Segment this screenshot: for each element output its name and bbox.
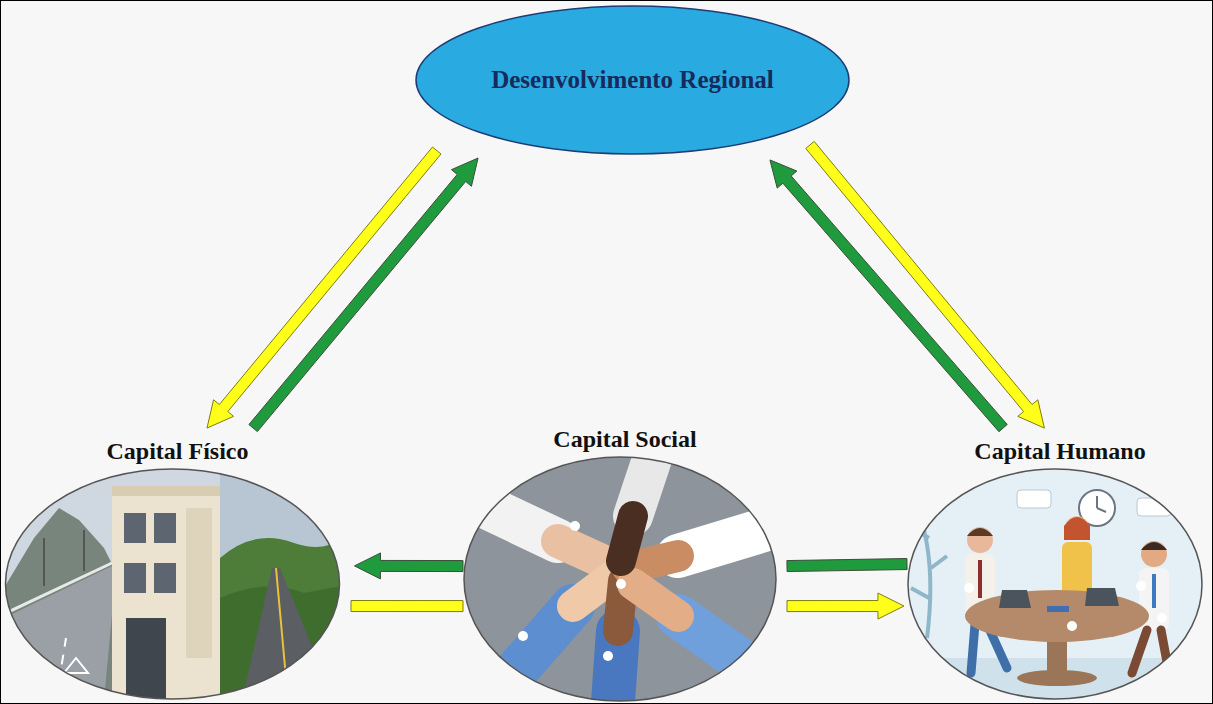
photo-content [463,456,777,702]
flow-arrow [249,158,478,432]
capital-node: Capital Humano [907,436,1213,700]
node-heading: Capital Social [463,424,787,454]
node-title: Desenvolvimento Regional [491,66,774,94]
capital-node: Capital Social [463,424,787,702]
flow-arrow [207,147,441,428]
photo-content [907,468,1203,700]
photo-ellipse [907,468,1203,700]
goal-ellipse: Desenvolvimento Regional [415,5,850,155]
flow-arrow [351,601,463,612]
photo-ellipse [463,456,777,702]
flow-arrow [787,559,907,572]
flow-arrow [354,553,463,579]
photo-ellipse [4,468,341,700]
flow-arrow [787,593,904,619]
capital-node: Capital Físico [4,436,351,700]
photo-content [4,468,341,700]
node-heading: Capital Físico [4,436,351,466]
flow-arrow [770,160,1007,432]
ellipse-shape [416,6,849,154]
node-heading: Capital Humano [907,436,1213,466]
text-wrap: Desenvolvimento Regional [415,5,850,155]
flow-arrow [806,141,1045,428]
